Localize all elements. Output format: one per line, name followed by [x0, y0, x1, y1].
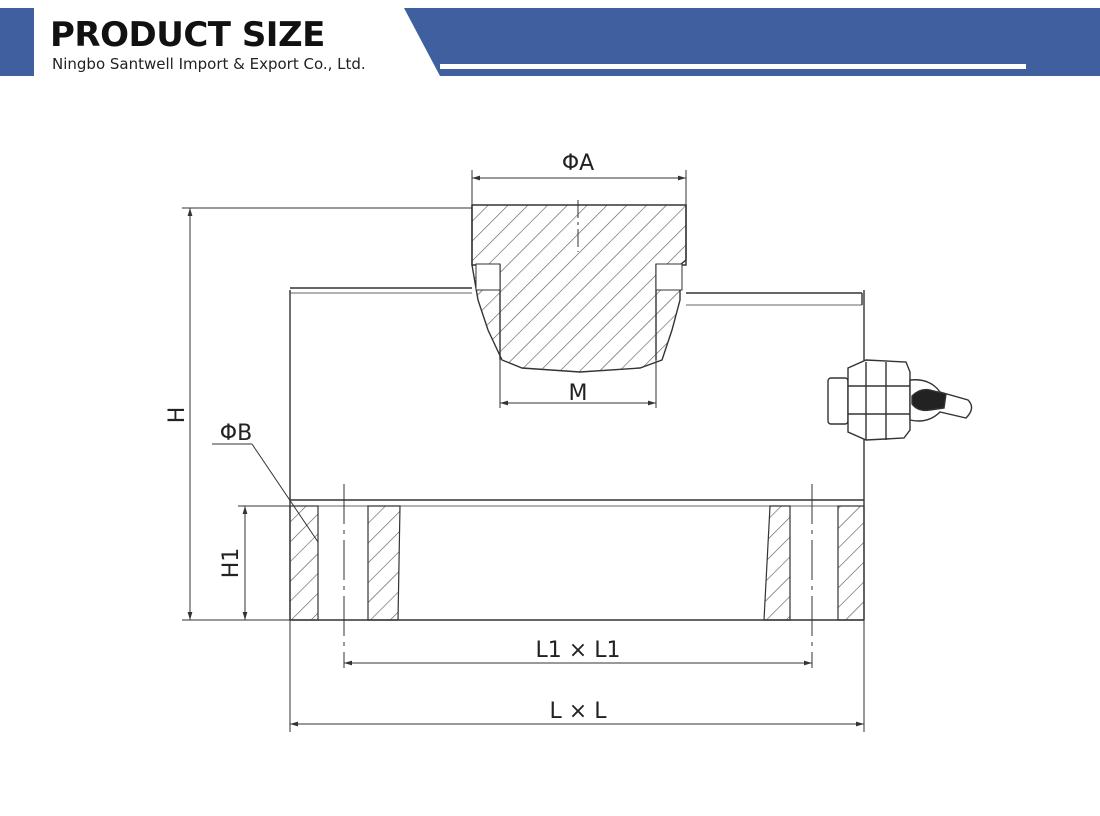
base-section-1: [289, 505, 319, 621]
dim-h-label: H: [165, 407, 190, 424]
dim-phi-a-label: ΦA: [562, 151, 594, 176]
dim-phi-b-label: ΦB: [220, 421, 252, 446]
cable-gland: [827, 359, 973, 441]
dim-m-label: M: [569, 381, 588, 406]
base-section-2: [367, 505, 401, 621]
header-white-stripe: [440, 64, 1026, 69]
company-name: Ningbo Santwell Import & Export Co., Ltd…: [52, 55, 366, 73]
header-blue-band: [404, 8, 1100, 76]
left-accent-block: [0, 8, 34, 76]
dim-l1-label: L1 × L1: [536, 638, 621, 663]
page-header: PRODUCT SIZE Ningbo Santwell Import & Ex…: [0, 0, 1100, 80]
dim-phi-b-leader: [251, 443, 319, 543]
loading-head: [471, 204, 687, 373]
header-band: [0, 8, 1100, 76]
dim-h1-label: H1: [219, 548, 244, 579]
dim-l-label: L × L: [550, 699, 608, 724]
page-title: PRODUCT SIZE: [50, 15, 325, 55]
base-section-3: [763, 505, 791, 621]
base-section-4: [837, 505, 865, 621]
